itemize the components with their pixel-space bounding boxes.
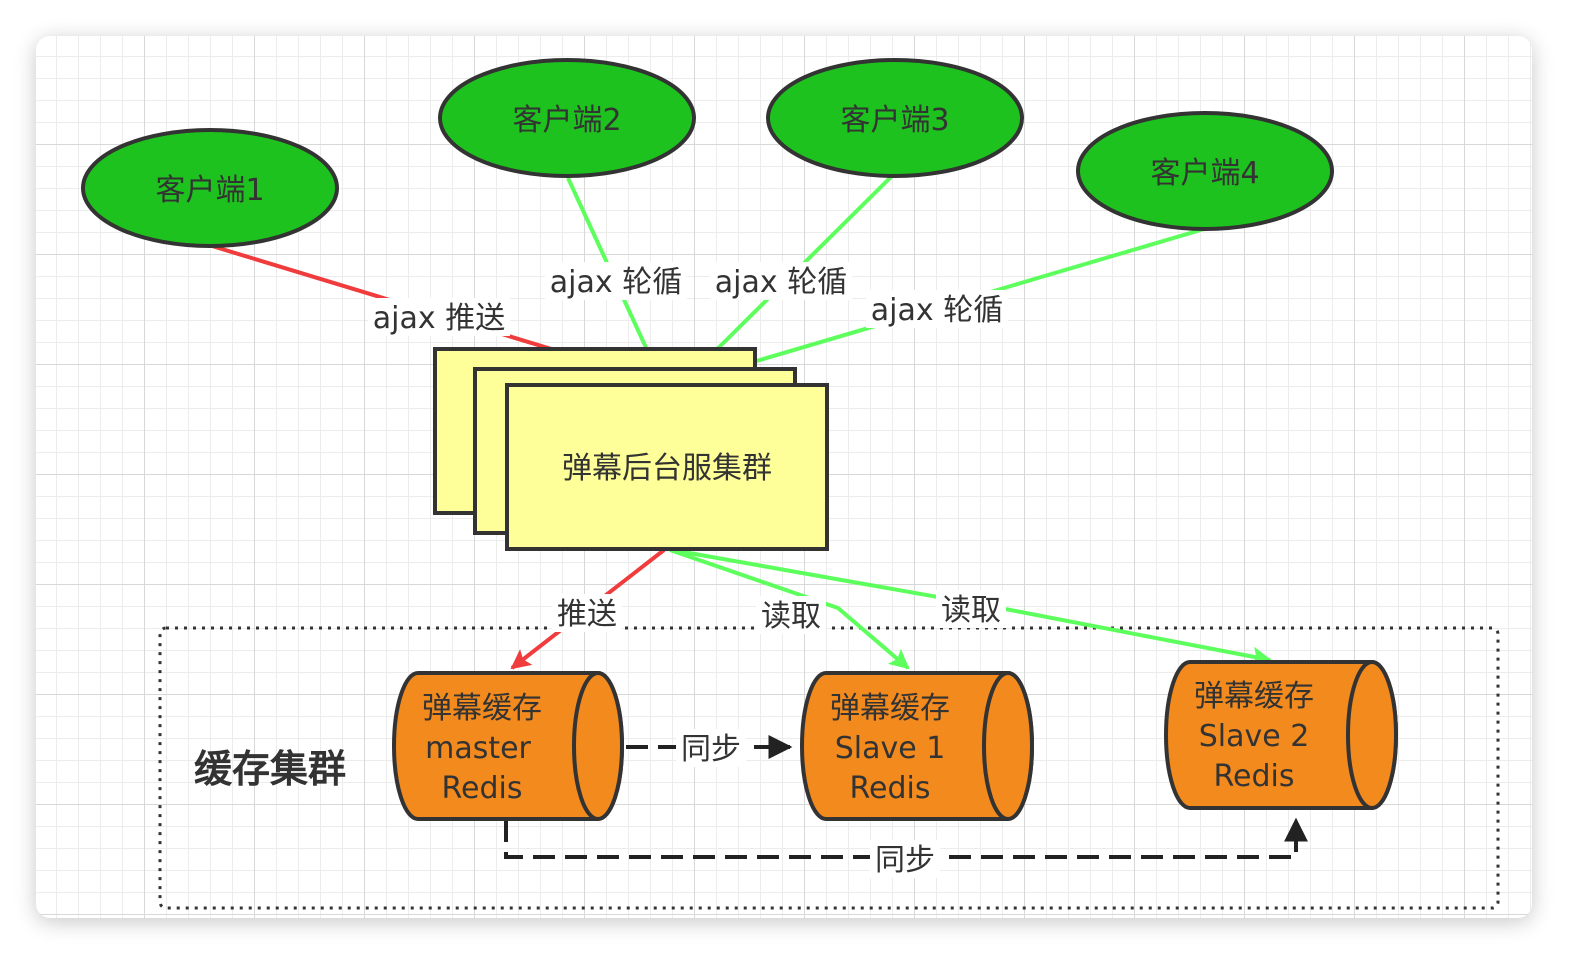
- svg-text:读取: 读取: [761, 599, 821, 634]
- client-4[interactable]: 客户端4: [1076, 111, 1334, 231]
- client-3[interactable]: 客户端3: [766, 58, 1024, 178]
- diagram-canvas: 缓存集群 客户端1 客户端2 客户端3 客户端4 弹幕后台服集群 弹幕缓存 ma…: [36, 36, 1532, 918]
- label-read-1: 读取: [756, 596, 826, 634]
- server-cluster[interactable]: 弹幕后台服集群: [433, 347, 829, 551]
- svg-text:master: master: [425, 731, 531, 766]
- redis-slave-2[interactable]: 弹幕缓存 Slave 2 Redis: [1164, 660, 1398, 810]
- svg-text:弹幕缓存: 弹幕缓存: [1194, 679, 1314, 714]
- label-ajax-poll-4: ajax 轮循: [866, 290, 1008, 328]
- svg-text:推送: 推送: [557, 597, 617, 632]
- svg-text:ajax 轮循: ajax 轮循: [550, 265, 682, 300]
- label-sync-2: 同步: [870, 840, 940, 878]
- svg-text:客户端3: 客户端3: [840, 103, 949, 138]
- svg-text:ajax 推送: ajax 推送: [373, 301, 505, 336]
- svg-text:读取: 读取: [941, 593, 1001, 628]
- client-2[interactable]: 客户端2: [438, 58, 696, 178]
- svg-text:ajax 轮循: ajax 轮循: [715, 265, 847, 300]
- svg-text:客户端4: 客户端4: [1150, 156, 1259, 191]
- label-push: 推送: [552, 594, 622, 632]
- svg-text:Redis: Redis: [442, 771, 523, 806]
- svg-text:弹幕缓存: 弹幕缓存: [422, 691, 542, 726]
- svg-text:同步: 同步: [875, 843, 935, 878]
- cache-cluster-title: 缓存集群: [194, 747, 346, 791]
- svg-text:客户端1: 客户端1: [155, 173, 264, 208]
- label-ajax-push: ajax 推送: [368, 298, 510, 336]
- label-ajax-poll-2: ajax 轮循: [545, 262, 687, 300]
- svg-text:Slave 1: Slave 1: [835, 731, 946, 766]
- edge-server-slave1: [669, 548, 910, 670]
- diagram-svg: 缓存集群 客户端1 客户端2 客户端3 客户端4 弹幕后台服集群 弹幕缓存 ma…: [81, 58, 1500, 910]
- redis-slave-1[interactable]: 弹幕缓存 Slave 1 Redis: [800, 671, 1034, 821]
- redis-master[interactable]: 弹幕缓存 master Redis: [392, 671, 624, 821]
- label-read-2: 读取: [936, 590, 1006, 628]
- svg-text:Redis: Redis: [850, 771, 931, 806]
- svg-text:同步: 同步: [681, 732, 741, 767]
- svg-text:客户端2: 客户端2: [512, 103, 621, 138]
- svg-text:Slave 2: Slave 2: [1199, 719, 1310, 754]
- svg-text:弹幕缓存: 弹幕缓存: [830, 691, 950, 726]
- svg-text:ajax 轮循: ajax 轮循: [871, 293, 1003, 328]
- client-1[interactable]: 客户端1: [81, 128, 339, 248]
- label-sync-1: 同步: [676, 729, 746, 767]
- svg-text:Redis: Redis: [1214, 759, 1295, 794]
- server-label: 弹幕后台服集群: [562, 451, 772, 486]
- label-ajax-poll-3: ajax 轮循: [710, 262, 852, 300]
- cache-cluster-container: [158, 626, 1500, 910]
